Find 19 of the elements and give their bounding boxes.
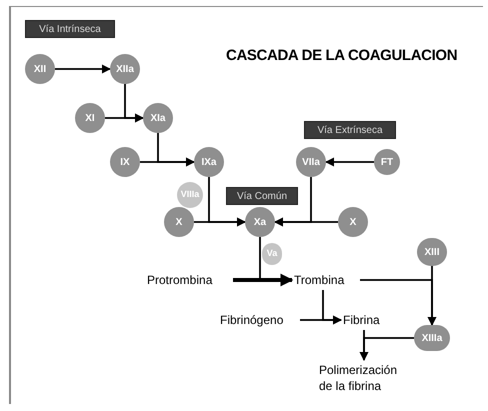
- pathway-tag: Vía Intrínseca: [25, 20, 115, 38]
- arrow: [325, 158, 374, 166]
- pathway-tag: Vía Extrínseca: [304, 121, 396, 139]
- arrow: [55, 64, 111, 74]
- substance-label: Fibrina: [343, 312, 391, 328]
- arrow: [274, 218, 338, 226]
- arrow: [140, 158, 195, 166]
- arrow: [300, 316, 342, 324]
- substance-label: Trombina: [294, 272, 358, 288]
- pathway-tag: Vía Común: [226, 187, 298, 205]
- arrow: [360, 337, 414, 361]
- arrow: [428, 266, 436, 326]
- substance-label: Protrombina: [147, 272, 231, 288]
- substance-label: Fibrinógeno: [220, 312, 298, 328]
- arrow: [105, 114, 144, 122]
- substance-label: Polimerización de la fibrina: [319, 362, 411, 394]
- arrow: [194, 218, 246, 226]
- arrow: [233, 274, 294, 286]
- diagram-title: CASCADA DE LA COAGULACION: [226, 46, 458, 66]
